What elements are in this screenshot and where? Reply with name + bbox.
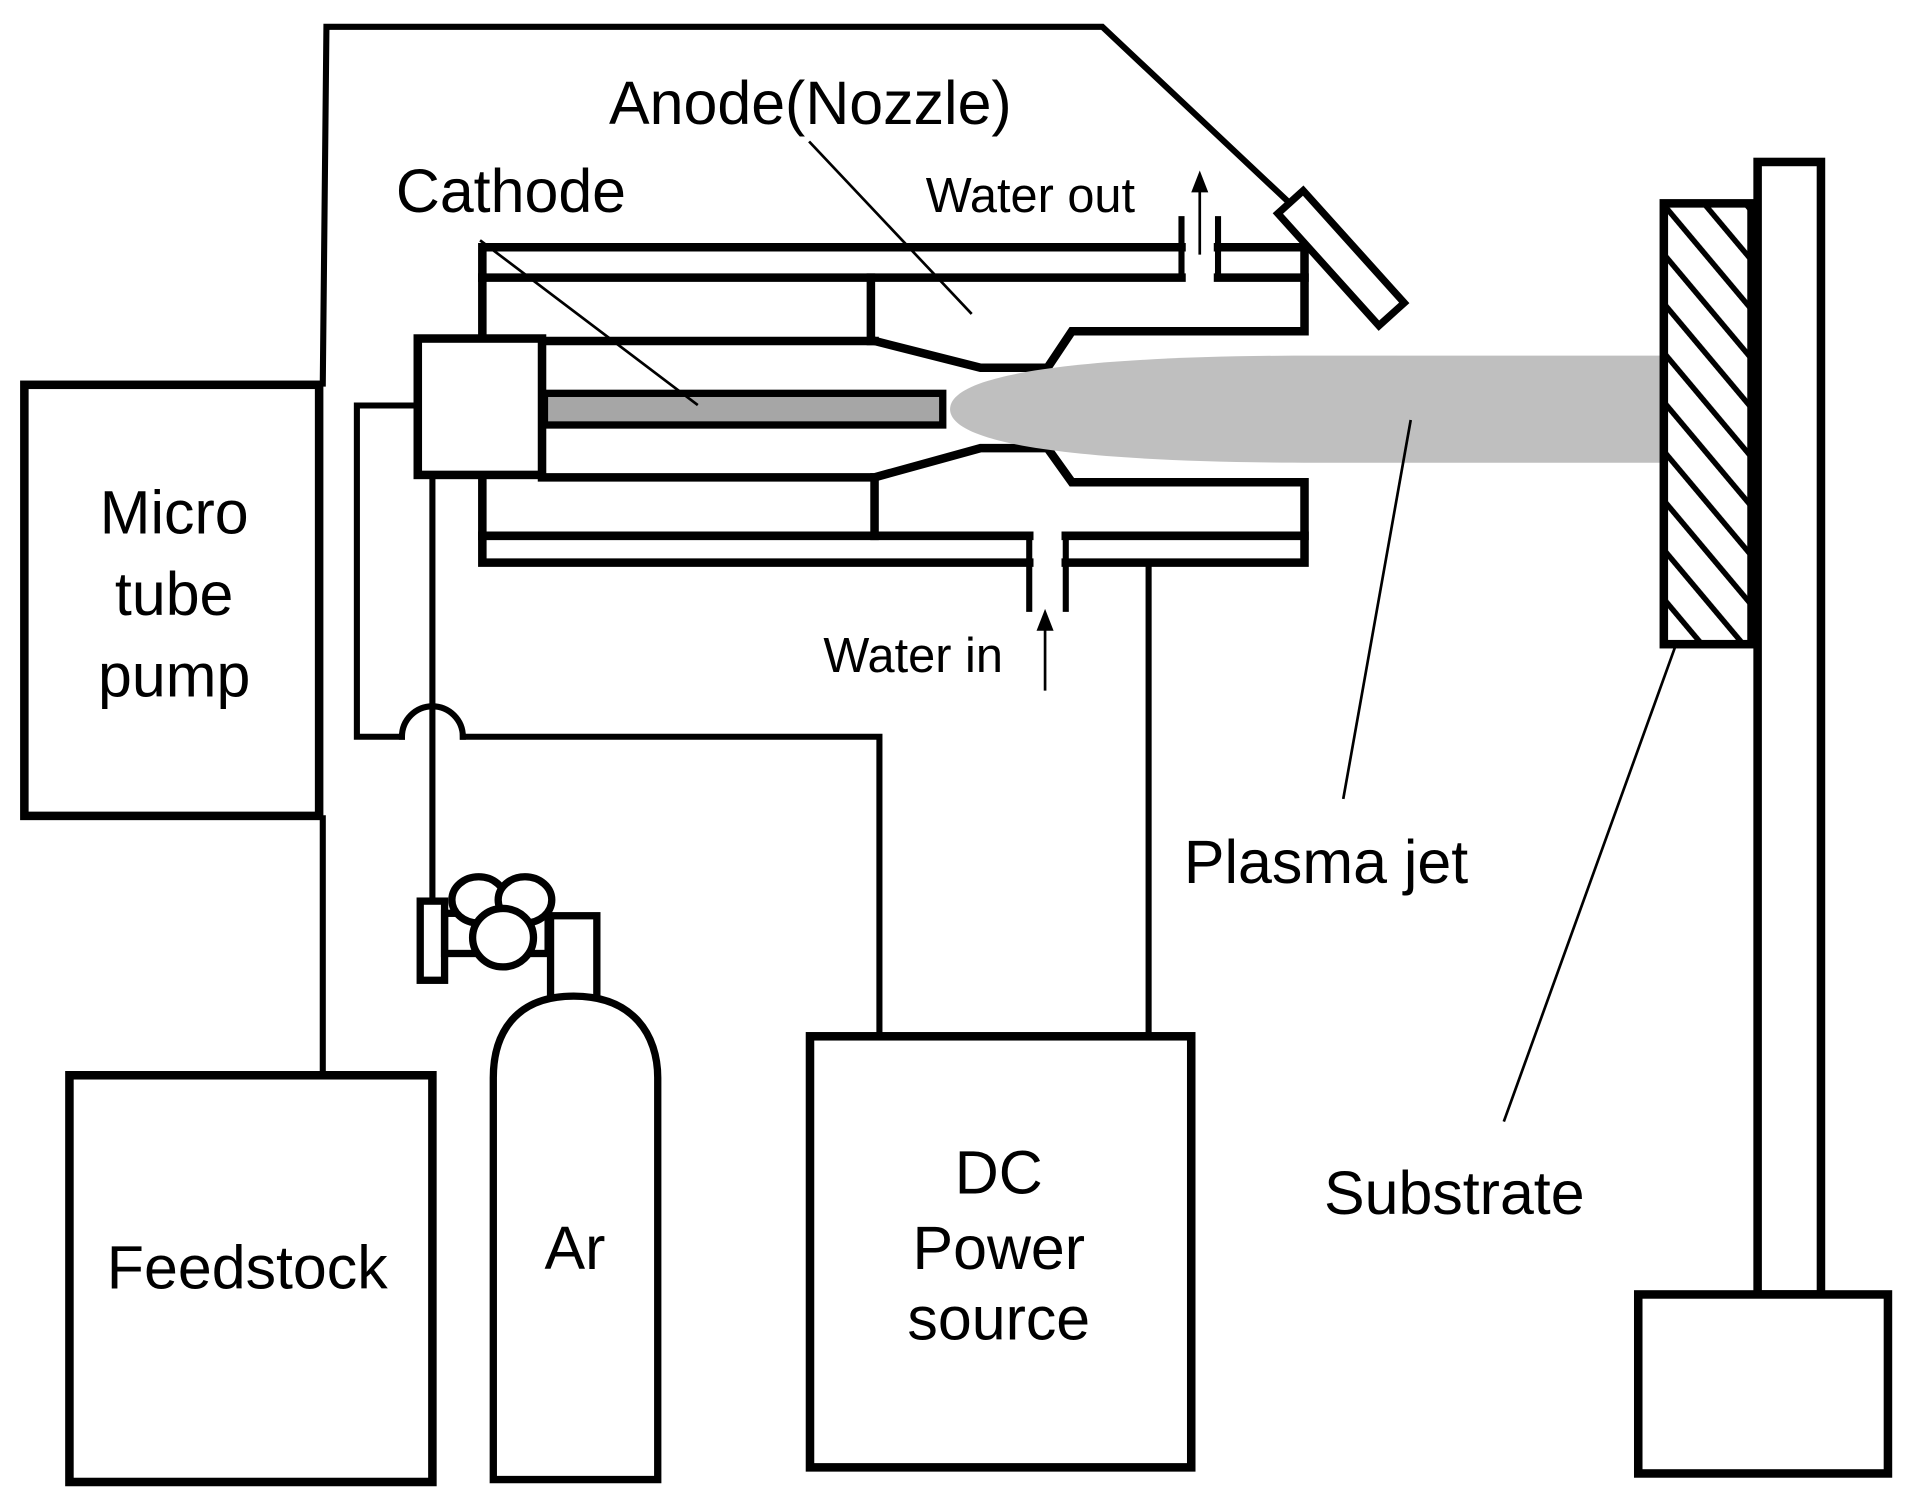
anode-leader-line — [808, 140, 973, 315]
cathode-holder — [413, 334, 547, 480]
argon-gas-line — [353, 402, 1152, 1039]
water-out-arrow-icon — [1191, 170, 1209, 255]
micro-tube-pump-label-3: pump — [98, 642, 250, 710]
water-in-arrow-icon — [1036, 608, 1054, 691]
substrate-leader-line — [1502, 646, 1677, 1123]
argon-label: Ar — [544, 1214, 605, 1282]
plasma-jet — [950, 355, 1663, 463]
plasma-torch — [413, 216, 1309, 612]
feedstock-label: Feedstock — [107, 1233, 388, 1301]
water-in-label: Water in — [823, 629, 1003, 683]
substrate — [1659, 199, 1756, 649]
feed-tube-line — [319, 23, 1335, 1075]
dc-power-source: DC Power source — [805, 1032, 1196, 1472]
plasma-jet-leader-line — [1341, 419, 1413, 800]
anode-label: Anode(Nozzle) — [609, 69, 1012, 137]
micro-tube-pump: Micro tube pump — [20, 380, 324, 821]
argon-cylinder: Ar — [416, 873, 662, 1484]
water-out-label: Water out — [926, 169, 1136, 223]
cathode-label: Cathode — [396, 157, 626, 225]
regulator-gauge-icon — [448, 873, 556, 971]
dc-power-label-2: Power — [912, 1214, 1085, 1282]
cathode-leader-line — [479, 239, 699, 407]
plasma-jet-label: Plasma jet — [1184, 828, 1468, 896]
feed-injector — [1272, 185, 1410, 331]
substrate-label: Substrate — [1324, 1159, 1585, 1227]
feedstock-container: Feedstock — [65, 1071, 437, 1487]
substrate-holder — [1633, 157, 1893, 1478]
cathode-rod — [540, 389, 947, 429]
dc-power-label-3: source — [907, 1285, 1090, 1353]
dc-power-label-1: DC — [955, 1138, 1043, 1206]
micro-tube-pump-label-2: tube — [115, 560, 233, 628]
micro-tube-pump-label-1: Micro — [100, 478, 249, 546]
